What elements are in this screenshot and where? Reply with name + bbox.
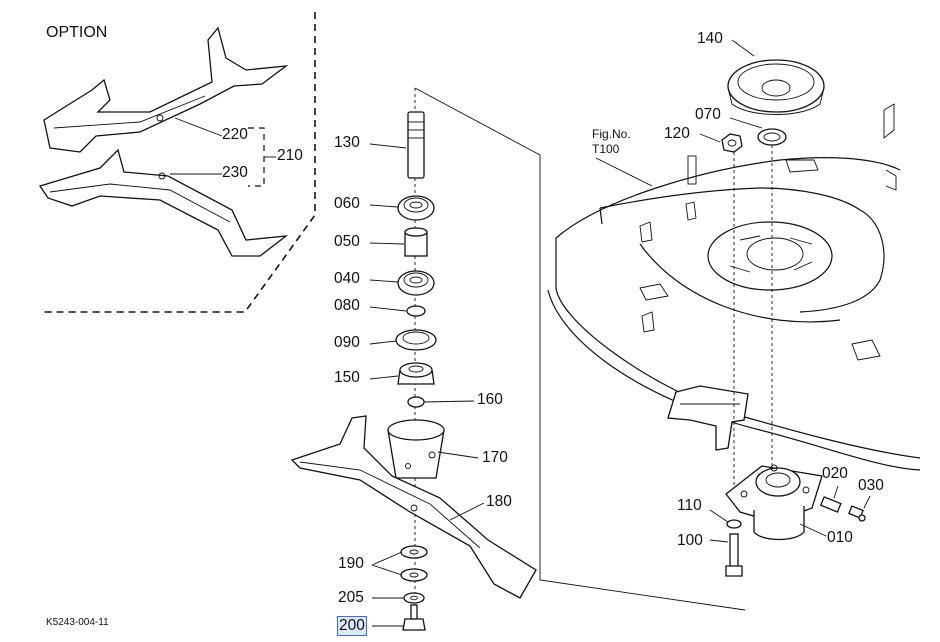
- label-230[interactable]: 230: [222, 164, 248, 181]
- label-220[interactable]: 220: [222, 126, 248, 143]
- collar-050[interactable]: [404, 227, 428, 257]
- figure-ref-line1: Fig.No.: [592, 127, 631, 141]
- label-140[interactable]: 140: [697, 30, 723, 47]
- mower-deck: [547, 103, 921, 471]
- label-070[interactable]: 070: [695, 106, 721, 123]
- bolt-100[interactable]: [725, 533, 743, 577]
- blade-180[interactable]: [290, 415, 537, 599]
- snap-ring-080[interactable]: [406, 305, 426, 317]
- label-080[interactable]: 080: [334, 297, 360, 314]
- label-190[interactable]: 190: [338, 555, 364, 572]
- projection-frame: [414, 87, 746, 611]
- nut-120[interactable]: [721, 133, 743, 153]
- option-blade-220[interactable]: [43, 26, 289, 153]
- label-110[interactable]: 110: [677, 497, 702, 514]
- pulley-140[interactable]: [727, 59, 825, 115]
- fitting-020[interactable]: [819, 496, 842, 513]
- figure-reference[interactable]: Fig.No. T100: [592, 127, 631, 157]
- label-170[interactable]: 170: [482, 449, 508, 466]
- label-120[interactable]: 120: [664, 125, 690, 142]
- drawing-code: K5243-004-11: [46, 617, 109, 628]
- washer-110[interactable]: [726, 519, 742, 529]
- ring-160[interactable]: [407, 396, 425, 408]
- label-060[interactable]: 060: [334, 195, 360, 212]
- seal-090[interactable]: [395, 329, 437, 351]
- label-100[interactable]: 100: [677, 532, 703, 549]
- option-frame: [40, 12, 316, 313]
- option-title: OPTION: [46, 24, 108, 41]
- washer-190[interactable]: [400, 545, 428, 582]
- bolt-200[interactable]: [402, 604, 426, 631]
- label-160[interactable]: 160: [477, 391, 503, 408]
- collar-070[interactable]: [757, 128, 787, 146]
- label-150[interactable]: 150: [334, 369, 360, 386]
- bearing-060[interactable]: [397, 195, 435, 221]
- figure-ref-line2: T100: [592, 142, 620, 156]
- label-050[interactable]: 050: [334, 233, 360, 250]
- cup-170[interactable]: [387, 419, 445, 479]
- label-010[interactable]: 010: [827, 529, 853, 546]
- label-180[interactable]: 180: [486, 493, 512, 510]
- label-210[interactable]: 210: [277, 147, 303, 164]
- bracket-210: [248, 127, 265, 187]
- label-090[interactable]: 090: [334, 334, 360, 351]
- hub-150[interactable]: [397, 362, 435, 385]
- label-200-highlighted[interactable]: 200: [337, 616, 367, 636]
- spindle-shaft-130[interactable]: [407, 111, 425, 179]
- washer-205[interactable]: [403, 592, 425, 604]
- label-130[interactable]: 130: [334, 134, 360, 151]
- bearing-housing-010[interactable]: [725, 464, 823, 541]
- option-blade-230[interactable]: [38, 148, 289, 257]
- grease-nipple-030[interactable]: [848, 505, 866, 522]
- bearing-040[interactable]: [397, 270, 435, 296]
- label-205[interactable]: 205: [338, 589, 364, 606]
- label-030[interactable]: 030: [858, 477, 884, 494]
- label-040[interactable]: 040: [334, 270, 360, 287]
- label-020[interactable]: 020: [822, 465, 848, 482]
